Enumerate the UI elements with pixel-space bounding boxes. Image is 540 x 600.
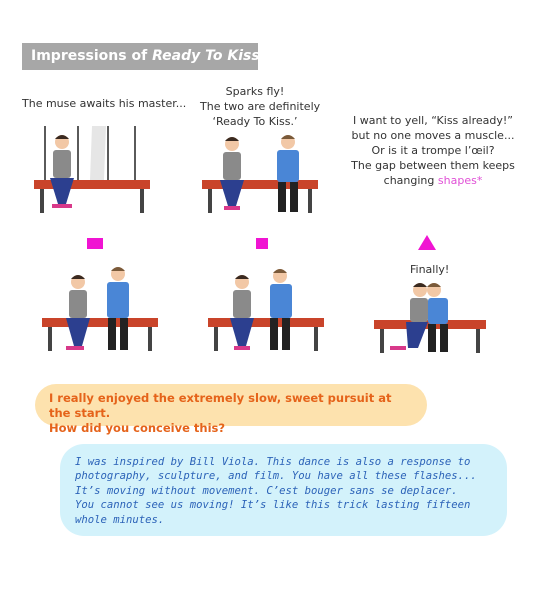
answer-line: whole minutes. (75, 513, 165, 526)
caption-line: The gap between them keeps (351, 159, 515, 172)
caption-line: changing shapes* (348, 173, 518, 188)
illustration-panel-5 (208, 269, 324, 351)
caption-highlight: shapes* (437, 174, 483, 187)
question-line: How did you conceive this? (49, 421, 226, 435)
caption-line: The two are definitely (200, 100, 321, 113)
caption-text: changing (383, 174, 438, 187)
answer-line: It’s moving without movement. C’est boug… (75, 484, 458, 497)
illustration-panel-4 (42, 267, 158, 351)
answer-line: You cannot see us moving! It’s like this… (75, 499, 471, 512)
caption-panel-3: I want to yell, “Kiss already!” but no o… (348, 113, 518, 188)
magenta-square-marker (87, 238, 103, 249)
answer-bubble: I was inspired by Bill Viola. This dance… (60, 444, 507, 536)
question-line: I really enjoyed the extremely slow, swe… (49, 391, 392, 420)
caption-line: ‘Ready To Kiss.’ (212, 115, 298, 128)
heading-title: Ready To Kiss (152, 48, 260, 64)
answer-line: I was inspired by Bill Viola. This dance… (75, 456, 471, 468)
illustration-panel-2 (202, 135, 318, 213)
magenta-triangle-marker (418, 235, 436, 250)
caption-panel-6: Finally! (410, 263, 450, 276)
caption-line: but no one moves a muscle... (351, 129, 515, 142)
caption-line: I want to yell, “Kiss already!” (353, 114, 513, 127)
illustration-panel-6 (374, 283, 486, 353)
illustration-panel-1 (34, 126, 150, 213)
page-heading: Impressions of Ready To Kiss: (22, 43, 265, 70)
magenta-square-marker (256, 238, 268, 249)
caption-panel-2: Sparks fly! The two are definitely ‘Read… (200, 84, 321, 129)
answer-line: photography, sculpture, and film. You ha… (75, 470, 477, 483)
caption-line: Or is it a trompe l’œil? (371, 144, 495, 157)
caption-line: Sparks fly! (225, 85, 285, 98)
caption-panel-1: The muse awaits his master... (22, 97, 187, 110)
heading-suffix: : (259, 48, 266, 64)
heading-prefix: Impressions of (31, 48, 153, 64)
question-bubble: I really enjoyed the extremely slow, swe… (35, 384, 427, 435)
